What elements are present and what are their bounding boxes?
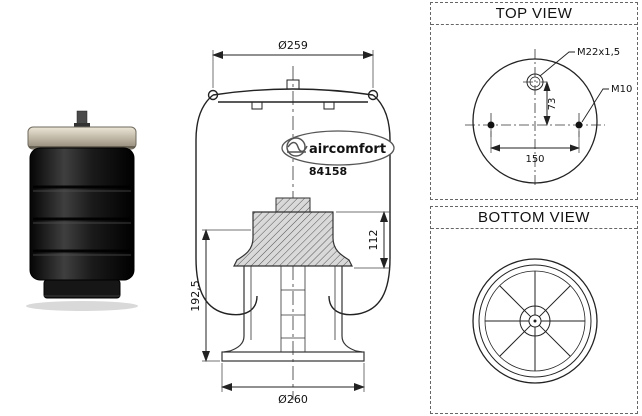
dimension-inner-height: 112 [336,211,390,269]
dim-offset-label: 73 [547,98,558,111]
dimension-offset-73: 73 [543,81,558,126]
top-plate-circle [472,58,598,184]
center-thread-hole [526,73,544,91]
piston-base-plate [221,351,365,362]
top-view-box: TOP VIEW M22x1,5 [430,2,638,200]
metal-top-plate [27,126,137,150]
air-spring-section-drawing: aircomfort 84158 Ø259 112 192,5 [189,39,395,406]
bottom-view-title: BOTTOM VIEW [431,207,637,229]
photo-panel [8,103,156,315]
top-view-title: TOP VIEW [431,3,637,25]
aircomfort-logo-icon [286,137,308,157]
rubber-bellows [29,147,135,281]
leader-center-thread: M22x1,5 [539,47,620,77]
dim-spacing-label: 150 [525,154,544,165]
dim-right-label: 112 [367,230,380,251]
dimension-piston-height: 192,5 [189,229,251,362]
air-fitting-stud [74,110,90,127]
mounting-hole-right [575,121,583,129]
piston-skirt [223,266,363,353]
top-view-centerlines [465,49,605,187]
dim-top-label: Ø259 [278,39,308,52]
bottom-view-drawing [472,258,598,384]
hub-center-dot [533,319,537,323]
dimension-spacing-150: 150 [490,129,580,165]
dim-bottom-label: Ø260 [278,393,308,406]
piston-assembly [221,197,365,362]
dimension-bottom-diameter: Ø260 [221,363,365,406]
mounting-hole-left [487,121,495,129]
photo-shadow [26,301,138,311]
piston-base [43,279,121,299]
dim-left-label: 192,5 [189,280,202,312]
thread-center-label: M22x1,5 [577,47,620,58]
dimension-top-diameter: Ø259 [212,39,374,88]
logo-badge: aircomfort 84158 [281,130,395,178]
section-drawing-panel: aircomfort 84158 Ø259 112 192,5 [156,0,428,416]
bottom-view-box: BOTTOM VIEW [430,206,638,414]
air-spring-photo [26,110,138,311]
top-view-drawing: M22x1,5 M10 73 150 [465,47,632,187]
thread-side-label: M10 [611,84,632,95]
part-number: 84158 [309,165,347,178]
logo-text: aircomfort [309,142,386,157]
piston-spokes [485,271,585,371]
leader-side-thread: M10 [581,84,632,123]
piston-bowl [233,211,353,267]
bellows-outline [195,79,391,316]
bumper-block [275,197,311,213]
